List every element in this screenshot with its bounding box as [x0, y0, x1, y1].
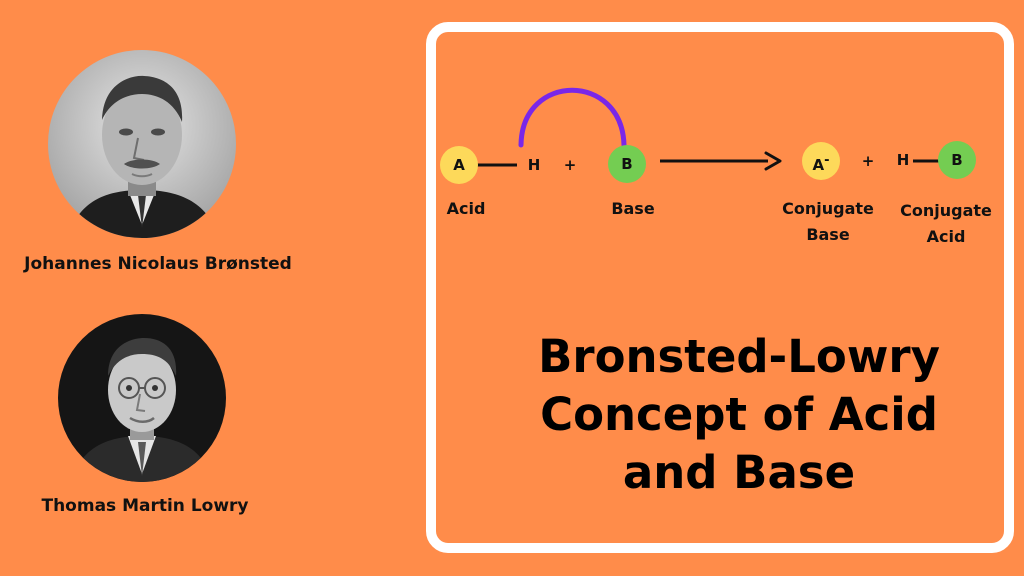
label-conjugate-acid: Conjugate Acid — [888, 198, 1004, 250]
portrait-bronsted — [48, 50, 236, 238]
label-conjugate-base-line2: Base — [806, 225, 850, 244]
acid-atom-symbol: A — [453, 156, 465, 174]
title-line-1: Bronsted-Lowry — [538, 330, 940, 383]
plus-sign-1: + — [563, 156, 577, 174]
name-lowry: Thomas Martin Lowry — [41, 496, 249, 516]
reaction-arrow-head — [764, 151, 782, 171]
label-conjugate-acid-line1: Conjugate — [900, 201, 992, 220]
title-line-2: Concept of Acid — [540, 388, 938, 441]
plus-sign-2: + — [861, 152, 875, 170]
label-conjugate-base: Conjugate Base — [770, 196, 886, 248]
label-acid: Acid — [446, 199, 486, 218]
conjugate-base-symbol: A — [812, 156, 825, 174]
portrait-bronsted-image — [48, 50, 236, 238]
label-base: Base — [611, 199, 655, 218]
name-bronsted: Johannes Nicolaus Brønsted — [24, 254, 292, 274]
title-line-3: and Base — [622, 446, 856, 499]
label-conjugate-acid-line2: Acid — [926, 227, 966, 246]
conjugate-acid-dot: B — [938, 141, 976, 179]
acid-atom-dot: A — [440, 146, 478, 184]
proton-symbol: H — [527, 156, 541, 174]
proton-transfer-arc — [518, 87, 627, 148]
base-atom-dot: B — [608, 145, 646, 183]
page-title: Bronsted-Lowry Concept of Acid and Base — [484, 328, 994, 502]
conjugate-base-charge: - — [824, 153, 830, 168]
base-atom-symbol: B — [621, 155, 633, 173]
conjugate-acid-proton-symbol: H — [896, 151, 910, 169]
conjugate-base-dot: A- — [802, 142, 840, 180]
label-conjugate-base-line1: Conjugate — [782, 199, 874, 218]
portrait-lowry-image — [58, 314, 226, 482]
portrait-lowry — [58, 314, 226, 482]
conjugate-acid-base-symbol: B — [951, 151, 963, 169]
diagram-panel — [426, 22, 1014, 553]
